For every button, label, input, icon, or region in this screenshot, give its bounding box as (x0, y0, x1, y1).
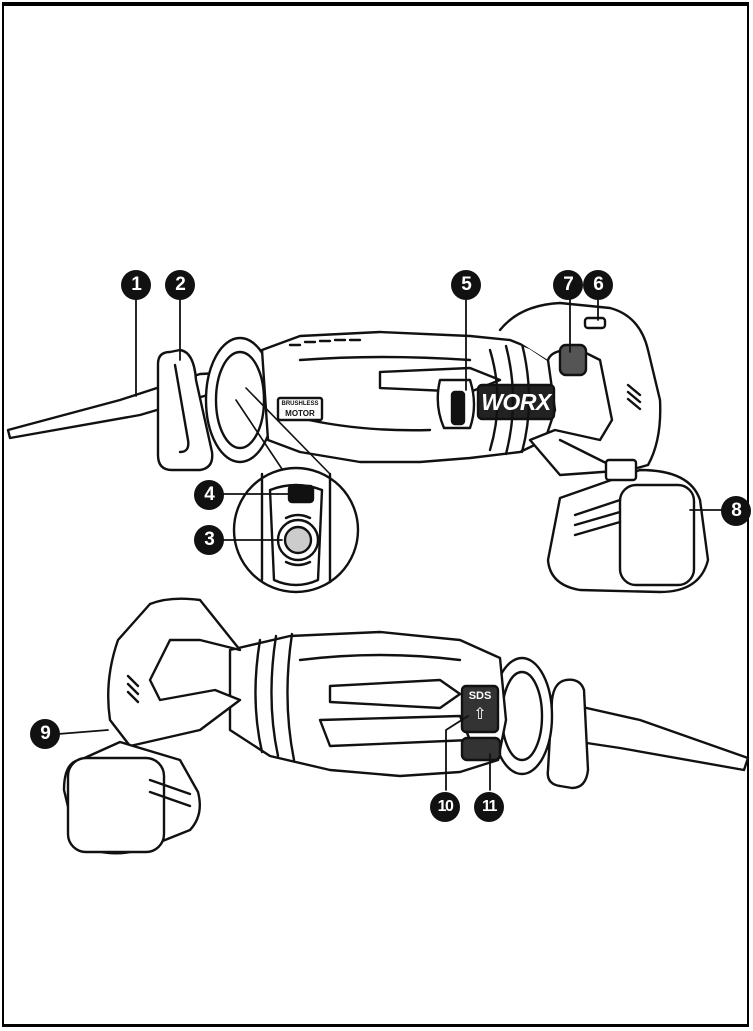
bottom-saw-handle (107, 597, 242, 748)
callout-4: 4 (194, 480, 224, 510)
callout-7: 7 (553, 270, 583, 300)
sds-label: SDS (468, 690, 492, 702)
callout-2: 2 (165, 270, 195, 300)
bottom-saw-sds-panel (460, 684, 500, 734)
motor-badge-top: BRUSHLESS (281, 401, 319, 407)
motor-badge-bottom: MOTOR (285, 409, 315, 418)
up-arrow-icon: ⇧ (473, 704, 487, 723)
bottom-saw-view (62, 597, 750, 855)
top-saw-body (260, 330, 557, 464)
callout-9: 9 (30, 719, 60, 749)
callout-3: 3 (194, 525, 224, 555)
detail-blade-release-lever (287, 484, 315, 504)
brand-logo: WORX (481, 389, 551, 415)
callout-11: 11 (474, 792, 504, 822)
callout-1: 1 (121, 270, 151, 300)
top-saw-view (6, 301, 710, 594)
bottom-saw-shoe (546, 678, 590, 790)
top-saw-shoe (156, 348, 214, 472)
callout-6: 6 (583, 270, 613, 300)
motor-badge-text: BRUSHLESS MOTOR (279, 400, 321, 418)
callout-5: 5 (451, 270, 481, 300)
callout-10: 10 (430, 792, 460, 822)
top-saw-motor-badge (276, 396, 324, 422)
callout-8: 8 (721, 496, 751, 526)
